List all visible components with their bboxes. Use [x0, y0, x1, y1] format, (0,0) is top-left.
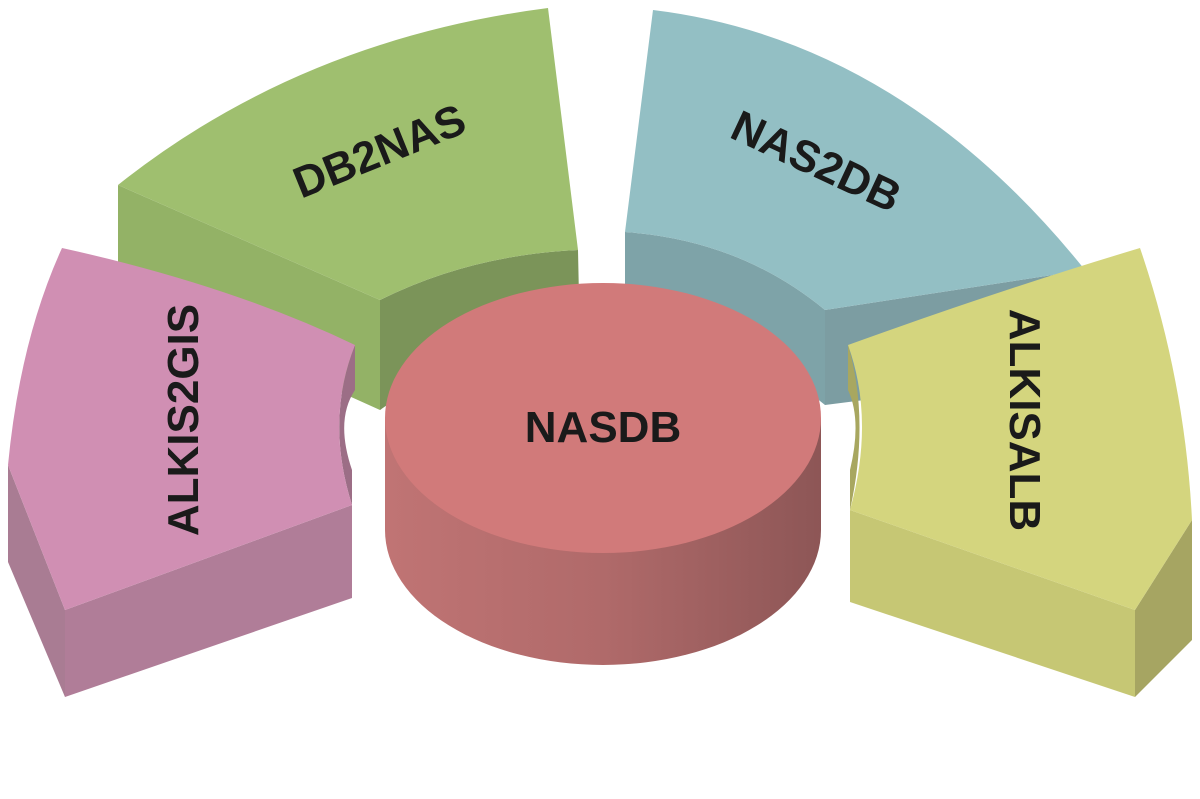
segment-alkis2gis-top [8, 248, 355, 610]
segment-alkis2gis: ALKIS2GIS [8, 248, 355, 697]
cylinder-top [385, 283, 821, 553]
segment-alkis2gis-side [8, 465, 65, 697]
segment-alkis2gis-front [65, 505, 352, 697]
segment-alkisalb-inner [848, 345, 860, 510]
center-label: NASDB [525, 403, 681, 452]
segment-alkisalb-side [1135, 520, 1192, 697]
segment-nas2db-top [625, 10, 1085, 310]
segment-alkisalb-top [848, 248, 1192, 610]
segment-alkisalb-label: ALKISALB [1000, 309, 1049, 531]
segment-db2nas-top [118, 8, 578, 300]
center-cylinder: NASDB [385, 283, 821, 665]
segment-alkis2gis-label: ALKIS2GIS [159, 304, 208, 536]
segment-alkisalb: ALKISALB [848, 248, 1192, 697]
segment-alkisalb-front [850, 510, 1135, 697]
segment-alkis2gis-inner [339, 345, 355, 505]
